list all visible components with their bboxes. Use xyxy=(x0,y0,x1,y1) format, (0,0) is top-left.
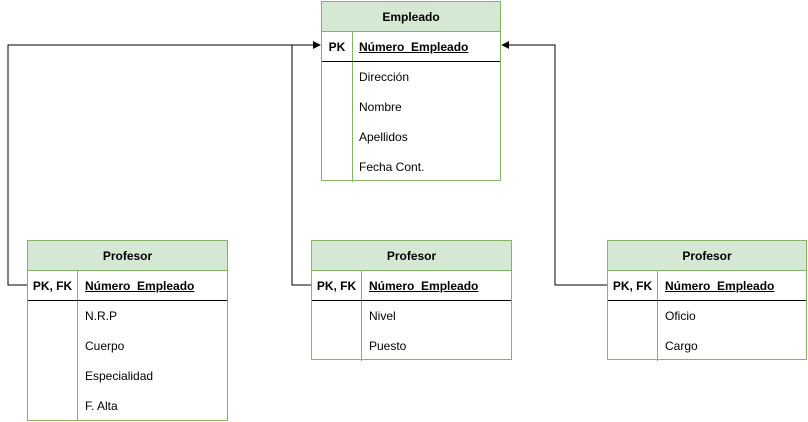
field-row: Cuerpo xyxy=(28,331,227,361)
entity-title: Profesor xyxy=(312,241,511,271)
field-name: Nivel xyxy=(369,309,396,323)
entity-empleado[interactable]: Empleado PK Número_Empleado Dirección No… xyxy=(321,1,501,182)
entity-title: Empleado xyxy=(322,2,500,32)
key-label: PK, FK xyxy=(312,271,362,300)
field-row: Especialidad xyxy=(28,361,227,391)
pk-field: Número_Empleado xyxy=(665,279,775,293)
entity-profesor-2[interactable]: Profesor PK, FK Número_Empleado Nivel Pu… xyxy=(311,240,512,361)
key-label: PK, FK xyxy=(608,271,658,300)
key-label: PK xyxy=(322,32,353,61)
connector-profesor-1-to-empleado xyxy=(7,41,321,286)
field-name: N.R.P xyxy=(85,309,118,323)
pk-field: Número_Empleado xyxy=(359,40,469,54)
field-row: Oficio xyxy=(608,301,806,331)
field-name: Apellidos xyxy=(359,130,408,144)
pk-row: PK, FK Número_Empleado xyxy=(28,271,227,301)
field-row: Nombre xyxy=(322,92,500,122)
field-name: Especialidad xyxy=(85,369,154,383)
field-name: Nombre xyxy=(359,100,402,114)
entity-title: Profesor xyxy=(608,241,806,271)
field-row: Apellidos xyxy=(322,122,500,152)
field-name: F. Alta xyxy=(85,399,118,413)
field-row: Nivel xyxy=(312,301,511,331)
entity-profesor-3[interactable]: Profesor PK, FK Número_Empleado Oficio C… xyxy=(607,240,807,361)
field-row: Fecha Cont. xyxy=(322,152,500,182)
field-row: Cargo xyxy=(608,331,806,361)
field-row: N.R.P xyxy=(28,301,227,331)
entity-profesor-1[interactable]: Profesor PK, FK Número_Empleado N.R.P Cu… xyxy=(27,240,228,421)
connector-profesor-3-to-empleado xyxy=(501,41,607,286)
field-name: Cargo xyxy=(665,339,698,353)
field-row: Dirección xyxy=(322,62,500,92)
field-name: Puesto xyxy=(369,339,407,353)
pk-field: Número_Empleado xyxy=(85,279,195,293)
field-name: Cuerpo xyxy=(85,339,125,353)
field-name: Fecha Cont. xyxy=(359,160,425,174)
entity-title: Profesor xyxy=(28,241,227,271)
field-row: F. Alta xyxy=(28,391,227,421)
pk-row: PK, FK Número_Empleado xyxy=(312,271,511,301)
field-name: Oficio xyxy=(665,309,696,323)
field-row: Puesto xyxy=(312,331,511,361)
connector-profesor-2-to-empleado xyxy=(291,41,321,286)
pk-row: PK, FK Número_Empleado xyxy=(608,271,806,301)
field-name: Dirección xyxy=(359,70,410,84)
pk-row: PK Número_Empleado xyxy=(322,32,500,62)
pk-field: Número_Empleado xyxy=(369,279,479,293)
key-label: PK, FK xyxy=(28,271,78,300)
